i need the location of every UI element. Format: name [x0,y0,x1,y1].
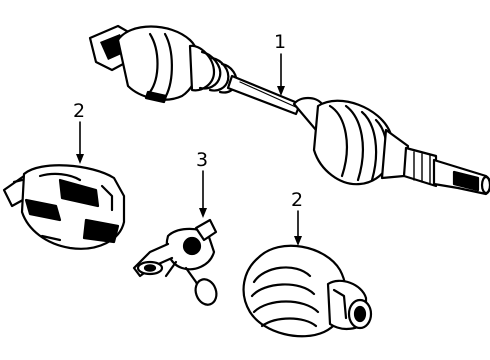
axle-shaft-assembly [88,24,490,196]
callout-1-axle-shaft: 1 [274,31,286,96]
callout-3-tripod-kit: 3 [196,149,208,218]
callout-number-2-left: 2 [73,100,85,122]
leader-arrow-3 [199,208,207,218]
callout-number-3: 3 [196,149,208,171]
callout-2-inner-joint: 2 [73,100,85,164]
callout-number-1: 1 [274,31,286,53]
boot-kit [242,244,373,338]
callout-number-2-right: 2 [291,189,303,211]
leader-arrow-1 [277,86,285,96]
tripod-kit [132,218,218,306]
leader-arrow-2-right [294,236,302,246]
inner-joint-housing [2,164,126,250]
leader-arrow-2-left [76,154,84,164]
callout-2-boot-kit: 2 [291,189,303,246]
